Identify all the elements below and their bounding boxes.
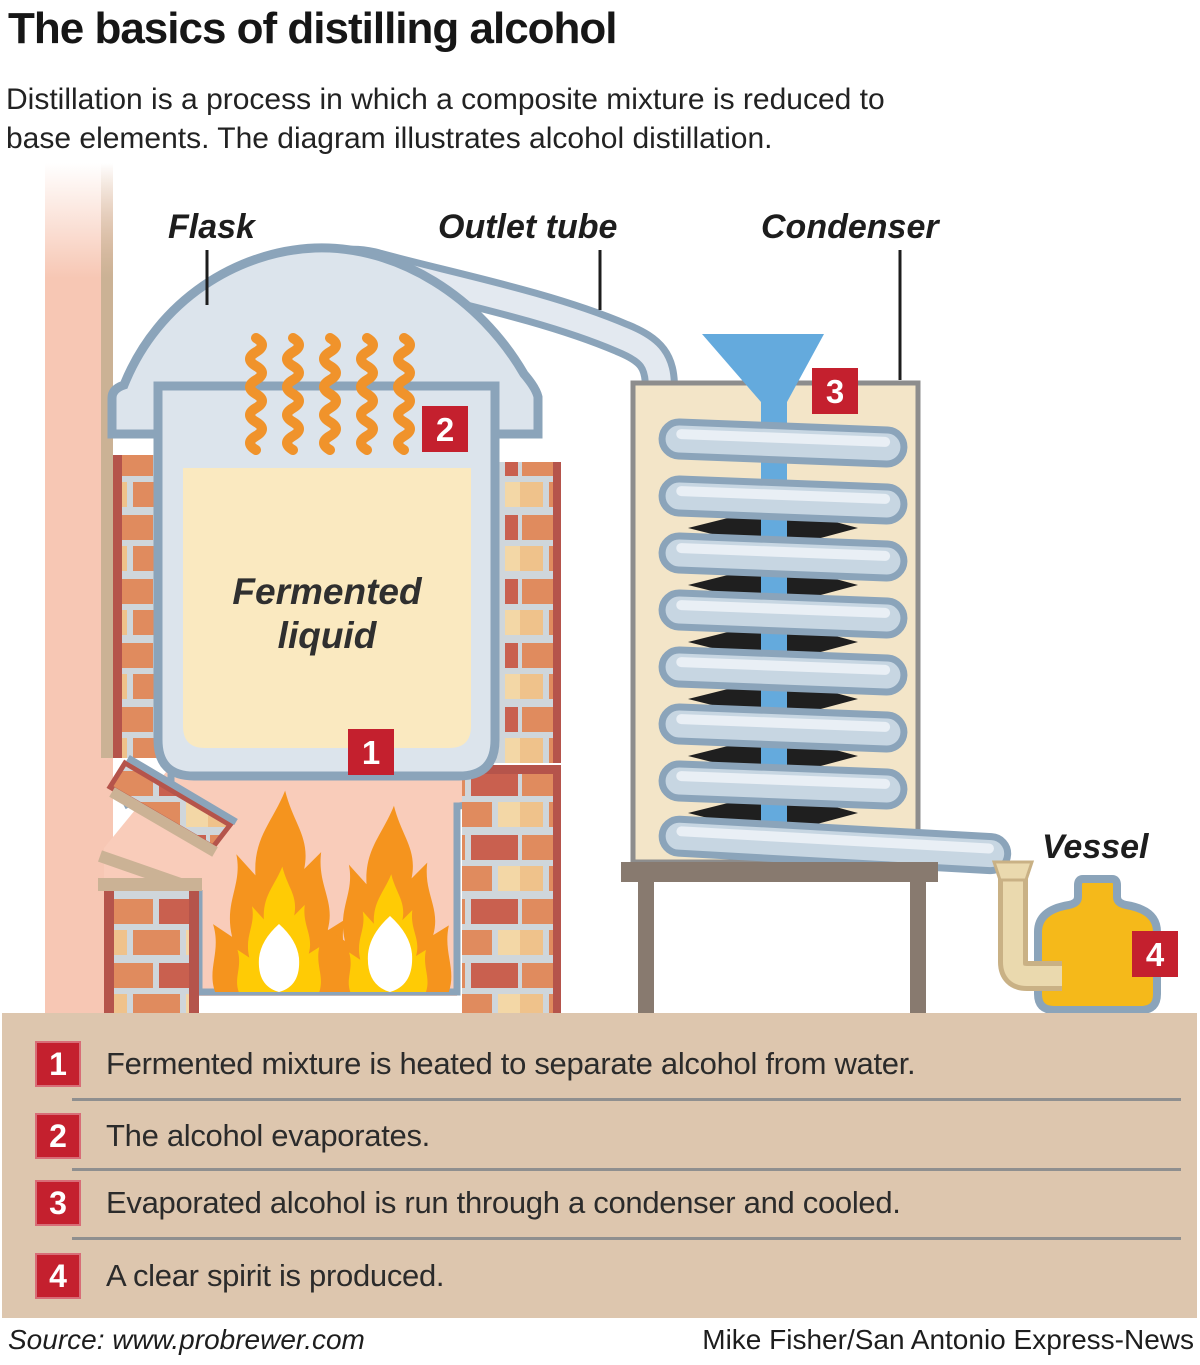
- vessel-jug: [1034, 875, 1161, 1014]
- condenser-stand: [621, 862, 938, 1013]
- legend-text-4: A clear spirit is produced.: [106, 1258, 445, 1293]
- legend-text-2: The alcohol evaporates.: [106, 1118, 430, 1153]
- footer: Source: www.probrewer.com Mike Fisher/Sa…: [8, 1324, 1194, 1356]
- vessel-inlet-tube: [991, 860, 1062, 991]
- list-item: 2 The alcohol evaporates.: [35, 1113, 1181, 1159]
- list-item: 4 A clear spirit is produced.: [35, 1253, 1181, 1299]
- condenser-coil: [658, 418, 1012, 875]
- legend-badge-3: 3: [35, 1180, 81, 1226]
- subtitle-line-2: base elements. The diagram illustrates a…: [6, 122, 773, 155]
- fire-icon: [212, 790, 452, 992]
- step-badge-4-num: 4: [1146, 936, 1165, 973]
- condenser-label: Condenser: [761, 208, 940, 246]
- legend-separator: [72, 1237, 1181, 1240]
- step-badge-3: 3: [812, 368, 858, 414]
- fermented-liquid: [183, 468, 471, 748]
- legend-text-3: Evaporated alcohol is run through a cond…: [106, 1185, 901, 1220]
- page-subtitle: Distillation is a process in which a com…: [6, 80, 885, 158]
- brick-pier-left: [104, 891, 199, 1013]
- chimney-edge: [101, 163, 113, 758]
- fermented-liquid-label-line2: liquid: [278, 615, 378, 656]
- step-badge-1-num: 1: [362, 734, 380, 771]
- vessel: [991, 860, 1161, 1014]
- page-title: The basics of distilling alcohol: [8, 4, 618, 53]
- vapor-icon: [245, 333, 415, 455]
- legend-separator: [72, 1098, 1181, 1101]
- fermented-liquid-label-line1: Fermented: [232, 571, 423, 612]
- step-badge-2: 2: [422, 406, 468, 452]
- author-credit: Mike Fisher/San Antonio Express-News: [702, 1324, 1194, 1355]
- condenser: [630, 334, 1012, 875]
- legend-text-1: Fermented mixture is heated to separate …: [106, 1046, 916, 1081]
- legend-badge-4: 4: [35, 1253, 81, 1299]
- brick-column-right: [505, 462, 553, 763]
- flask-label: Flask: [168, 208, 257, 246]
- source-credit: Source: www.probrewer.com: [8, 1324, 365, 1355]
- legend-panel: 1 Fermented mixture is heated to separat…: [2, 1013, 1197, 1318]
- subtitle-line-1: Distillation is a process in which a com…: [6, 83, 885, 116]
- pier-cap: [98, 878, 202, 891]
- legend-badge-2: 2: [35, 1113, 81, 1159]
- coil-exit-tube: [658, 815, 1012, 875]
- step-badge-1: 1: [348, 729, 394, 775]
- brick-structure: [98, 455, 561, 1013]
- vessel-label: Vessel: [1042, 828, 1150, 866]
- list-item: 3 Evaporated alcohol is run through a co…: [35, 1180, 1181, 1226]
- step-badge-4: 4: [1132, 931, 1178, 977]
- step-badge-2-num: 2: [436, 411, 454, 448]
- outlet-tube-label: Outlet tube: [438, 208, 617, 246]
- flask: Fermented liquid: [107, 243, 543, 781]
- chimney: [45, 163, 113, 1013]
- step-badge-3-num: 3: [826, 373, 844, 410]
- callouts: Flask Outlet tube Condenser Vessel: [168, 208, 1150, 866]
- legend-separator: [72, 1168, 1181, 1171]
- list-item: 1 Fermented mixture is heated to separat…: [35, 1041, 1181, 1087]
- legend-badge-1: 1: [35, 1041, 81, 1087]
- brick-pier-right: [462, 765, 553, 1013]
